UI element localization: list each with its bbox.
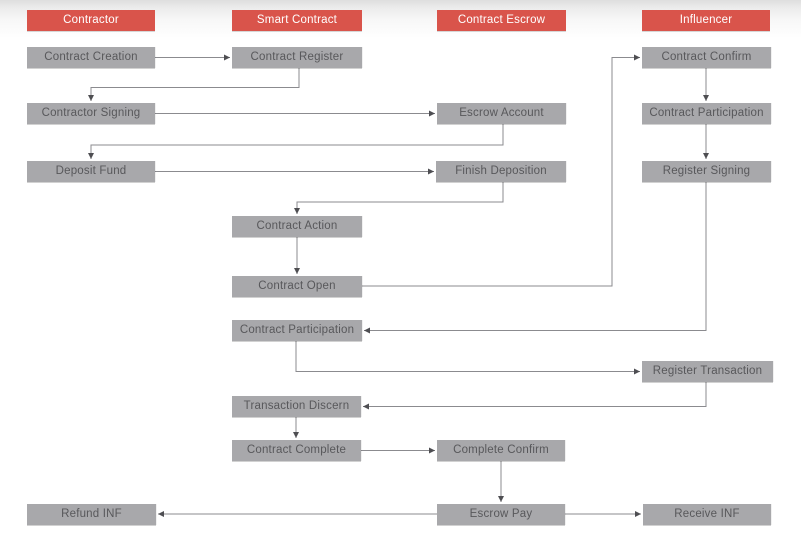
connector-register-to-signing — [88, 68, 300, 101]
node-contract-creation: Contract Creation — [27, 47, 155, 68]
node-contractor-signing: Contractor Signing — [27, 103, 155, 124]
lane-header-influencer: Influencer — [642, 10, 770, 31]
node-contract-open: Contract Open — [232, 276, 362, 297]
node-refund-inf: Refund INF — [27, 504, 156, 525]
node-receive-inf: Receive INF — [643, 504, 771, 525]
connector-register-transaction-to-transaction-discern — [363, 381, 707, 410]
lane-header-contractor: Contractor — [27, 10, 155, 31]
node-contract-participation-inf: Contract Participation — [642, 103, 771, 124]
node-contract-confirm: Contract Confirm — [642, 47, 771, 68]
node-register-transaction: Register Transaction — [642, 361, 773, 382]
lane-header-smart-contract: Smart Contract — [232, 10, 362, 31]
node-register-signing: Register Signing — [642, 161, 771, 182]
node-escrow-account: Escrow Account — [437, 103, 566, 124]
node-contract-action: Contract Action — [232, 216, 362, 237]
connector-contract-open-to-contract-confirm — [362, 54, 640, 287]
connector-participation-sc-to-register-transaction — [295, 341, 640, 375]
connector-register-signing-to-participation-sc — [364, 182, 707, 334]
node-escrow-pay: Escrow Pay — [437, 504, 565, 525]
node-contract-participation-sc: Contract Participation — [232, 320, 362, 341]
connector-finish-deposition-to-contract-action — [294, 182, 504, 214]
node-finish-deposition: Finish Deposition — [436, 161, 566, 182]
node-contract-complete: Contract Complete — [232, 440, 361, 461]
node-complete-confirm: Complete Confirm — [437, 440, 565, 461]
node-contract-register: Contract Register — [232, 47, 362, 68]
lane-header-contract-escrow: Contract Escrow — [437, 10, 566, 31]
node-transaction-discern: Transaction Discern — [232, 396, 361, 417]
node-deposit-fund: Deposit Fund — [27, 161, 155, 182]
connector-escrow-account-to-deposit-fund — [88, 124, 504, 159]
